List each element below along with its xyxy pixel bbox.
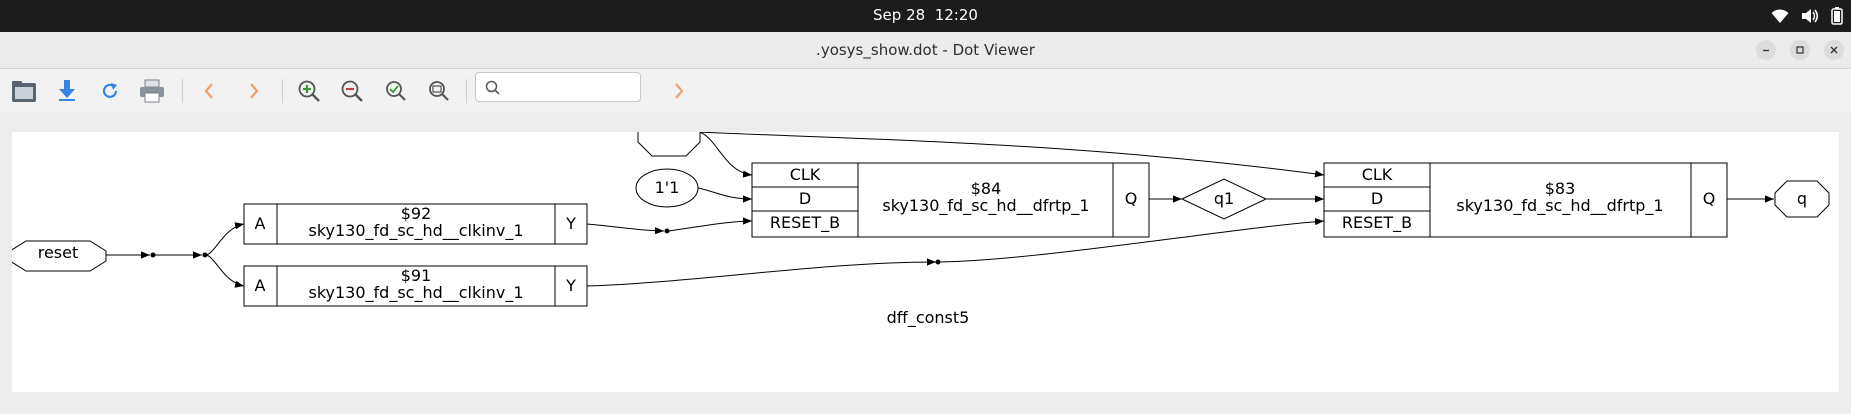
zoom-100-icon bbox=[429, 81, 449, 101]
battery-icon[interactable] bbox=[1831, 7, 1843, 25]
pin-y-label: Y bbox=[565, 276, 576, 295]
toolbar bbox=[0, 69, 1851, 112]
port-clk[interactable]: clk bbox=[637, 132, 701, 157]
toolbar-separator bbox=[182, 79, 183, 103]
cell-dff83[interactable]: CLK D RESET_B $83 sky130_fd_sc_hd__dfrtp… bbox=[1323, 162, 1728, 238]
wire-q1-label: q1 bbox=[1214, 189, 1234, 208]
window-title: .yosys_show.dot - Dot Viewer bbox=[816, 41, 1035, 59]
open-icon bbox=[12, 81, 36, 102]
minimize-icon bbox=[1763, 49, 1769, 52]
back-icon bbox=[204, 83, 213, 99]
clock-time: 12:20 bbox=[934, 6, 978, 24]
edge-clk-to-dff83-clk bbox=[698, 132, 1325, 178]
zoom-out-icon bbox=[341, 80, 363, 102]
zoom-fit-icon bbox=[386, 81, 406, 101]
graph-caption: dff_const5 bbox=[887, 308, 970, 328]
pin-d-label: D bbox=[799, 189, 811, 208]
port-const-label: 1'1 bbox=[655, 178, 680, 197]
pin-reset-label: RESET_B bbox=[1342, 213, 1412, 233]
junction-point bbox=[664, 228, 670, 234]
edge-junction4-to-dff83-reset bbox=[939, 218, 1325, 263]
junction-point bbox=[935, 259, 941, 265]
print-button[interactable] bbox=[138, 77, 166, 105]
pin-reset-label: RESET_B bbox=[770, 213, 840, 233]
port-clk-label: clk bbox=[658, 132, 681, 136]
cell-id-label: $84 bbox=[971, 179, 1002, 198]
clock-date: Sep 28 bbox=[873, 6, 926, 24]
toolbar-separator bbox=[282, 79, 283, 103]
edge-clk-to-dff84-clk bbox=[698, 132, 753, 178]
port-const[interactable]: 1'1 bbox=[635, 168, 699, 208]
graph-edges bbox=[106, 132, 1774, 288]
forward-button[interactable] bbox=[240, 77, 268, 105]
pin-y-label: Y bbox=[565, 214, 576, 233]
system-top-bar: Sep 28 12:20 bbox=[0, 0, 1851, 32]
maximize-button[interactable] bbox=[1790, 40, 1810, 60]
wire-q1[interactable]: q1 bbox=[1180, 178, 1268, 220]
system-tray[interactable] bbox=[1771, 0, 1843, 32]
search-icon bbox=[485, 80, 500, 99]
minimize-button[interactable] bbox=[1756, 40, 1776, 60]
zoom-100-button[interactable] bbox=[425, 77, 453, 105]
pin-a-label: A bbox=[255, 276, 266, 295]
port-reset[interactable]: reset bbox=[12, 240, 107, 272]
edge-junction2-to-inv91 bbox=[206, 254, 245, 288]
print-icon bbox=[140, 79, 164, 103]
port-q-label: q bbox=[1797, 189, 1807, 208]
pin-clk-label: CLK bbox=[790, 165, 821, 184]
back-button[interactable] bbox=[195, 77, 223, 105]
cell-type-label: sky130_fd_sc_hd__clkinv_1 bbox=[309, 283, 524, 303]
cell-id-label: $92 bbox=[401, 204, 432, 223]
junction-point bbox=[202, 252, 208, 258]
pin-clk-label: CLK bbox=[1362, 165, 1393, 184]
pin-d-label: D bbox=[1371, 189, 1383, 208]
edge-inv91-to-junction4 bbox=[586, 258, 937, 287]
reload-icon bbox=[102, 83, 118, 98]
close-icon bbox=[1830, 46, 1838, 54]
junction-point bbox=[150, 252, 156, 258]
zoom-out-button[interactable] bbox=[338, 77, 366, 105]
cell-type-label: sky130_fd_sc_hd__dfrtp_1 bbox=[882, 196, 1089, 216]
cell-type-label: sky130_fd_sc_hd__dfrtp_1 bbox=[1456, 196, 1663, 216]
graph-canvas[interactable]: clk 1'1 reset A $92 sky130_fd_sc_hd__clk… bbox=[12, 132, 1839, 392]
reload-button[interactable] bbox=[96, 77, 124, 105]
wifi-icon[interactable] bbox=[1771, 8, 1789, 24]
window-title-bar[interactable]: .yosys_show.dot - Dot Viewer bbox=[0, 32, 1851, 69]
zoom-fit-button[interactable] bbox=[382, 77, 410, 105]
pin-q-label: Q bbox=[1125, 189, 1138, 208]
toolbar-separator bbox=[466, 79, 467, 103]
cell-dff84[interactable]: CLK D RESET_B $84 sky130_fd_sc_hd__dfrtp… bbox=[751, 162, 1150, 238]
zoom-in-icon bbox=[298, 80, 320, 102]
cell-id-label: $83 bbox=[1545, 179, 1576, 198]
cell-inv92[interactable]: A $92 sky130_fd_sc_hd__clkinv_1 Y bbox=[243, 203, 588, 245]
edge-const-to-dff84-d bbox=[697, 187, 753, 203]
pin-a-label: A bbox=[255, 214, 266, 233]
junction-points bbox=[150, 228, 941, 265]
close-button[interactable] bbox=[1824, 40, 1844, 60]
netlist-graph[interactable]: clk 1'1 reset A $92 sky130_fd_sc_hd__clk… bbox=[12, 132, 1839, 392]
open-button[interactable] bbox=[10, 77, 38, 105]
maximize-icon bbox=[1796, 46, 1804, 54]
find-next-button[interactable] bbox=[665, 77, 693, 105]
volume-icon[interactable] bbox=[1801, 8, 1819, 24]
cell-inv91[interactable]: A $91 sky130_fd_sc_hd__clkinv_1 Y bbox=[243, 265, 588, 307]
forward-icon bbox=[250, 83, 259, 99]
edge-inv92-to-junction3 bbox=[586, 223, 665, 235]
port-reset-label: reset bbox=[38, 243, 79, 262]
port-q[interactable]: q bbox=[1774, 180, 1830, 218]
edge-junction2-to-inv92 bbox=[206, 222, 245, 256]
save-icon bbox=[59, 80, 75, 101]
pin-q-label: Q bbox=[1703, 189, 1716, 208]
search-box[interactable] bbox=[475, 72, 641, 102]
system-clock[interactable]: Sep 28 12:20 bbox=[0, 0, 1851, 32]
find-next-icon bbox=[675, 83, 684, 99]
cell-id-label: $91 bbox=[401, 266, 432, 285]
edge-junction3-to-dff84-reset bbox=[668, 217, 753, 232]
save-button[interactable] bbox=[53, 77, 81, 105]
cell-type-label: sky130_fd_sc_hd__clkinv_1 bbox=[309, 221, 524, 241]
search-input[interactable] bbox=[506, 76, 638, 100]
zoom-in-button[interactable] bbox=[295, 77, 323, 105]
